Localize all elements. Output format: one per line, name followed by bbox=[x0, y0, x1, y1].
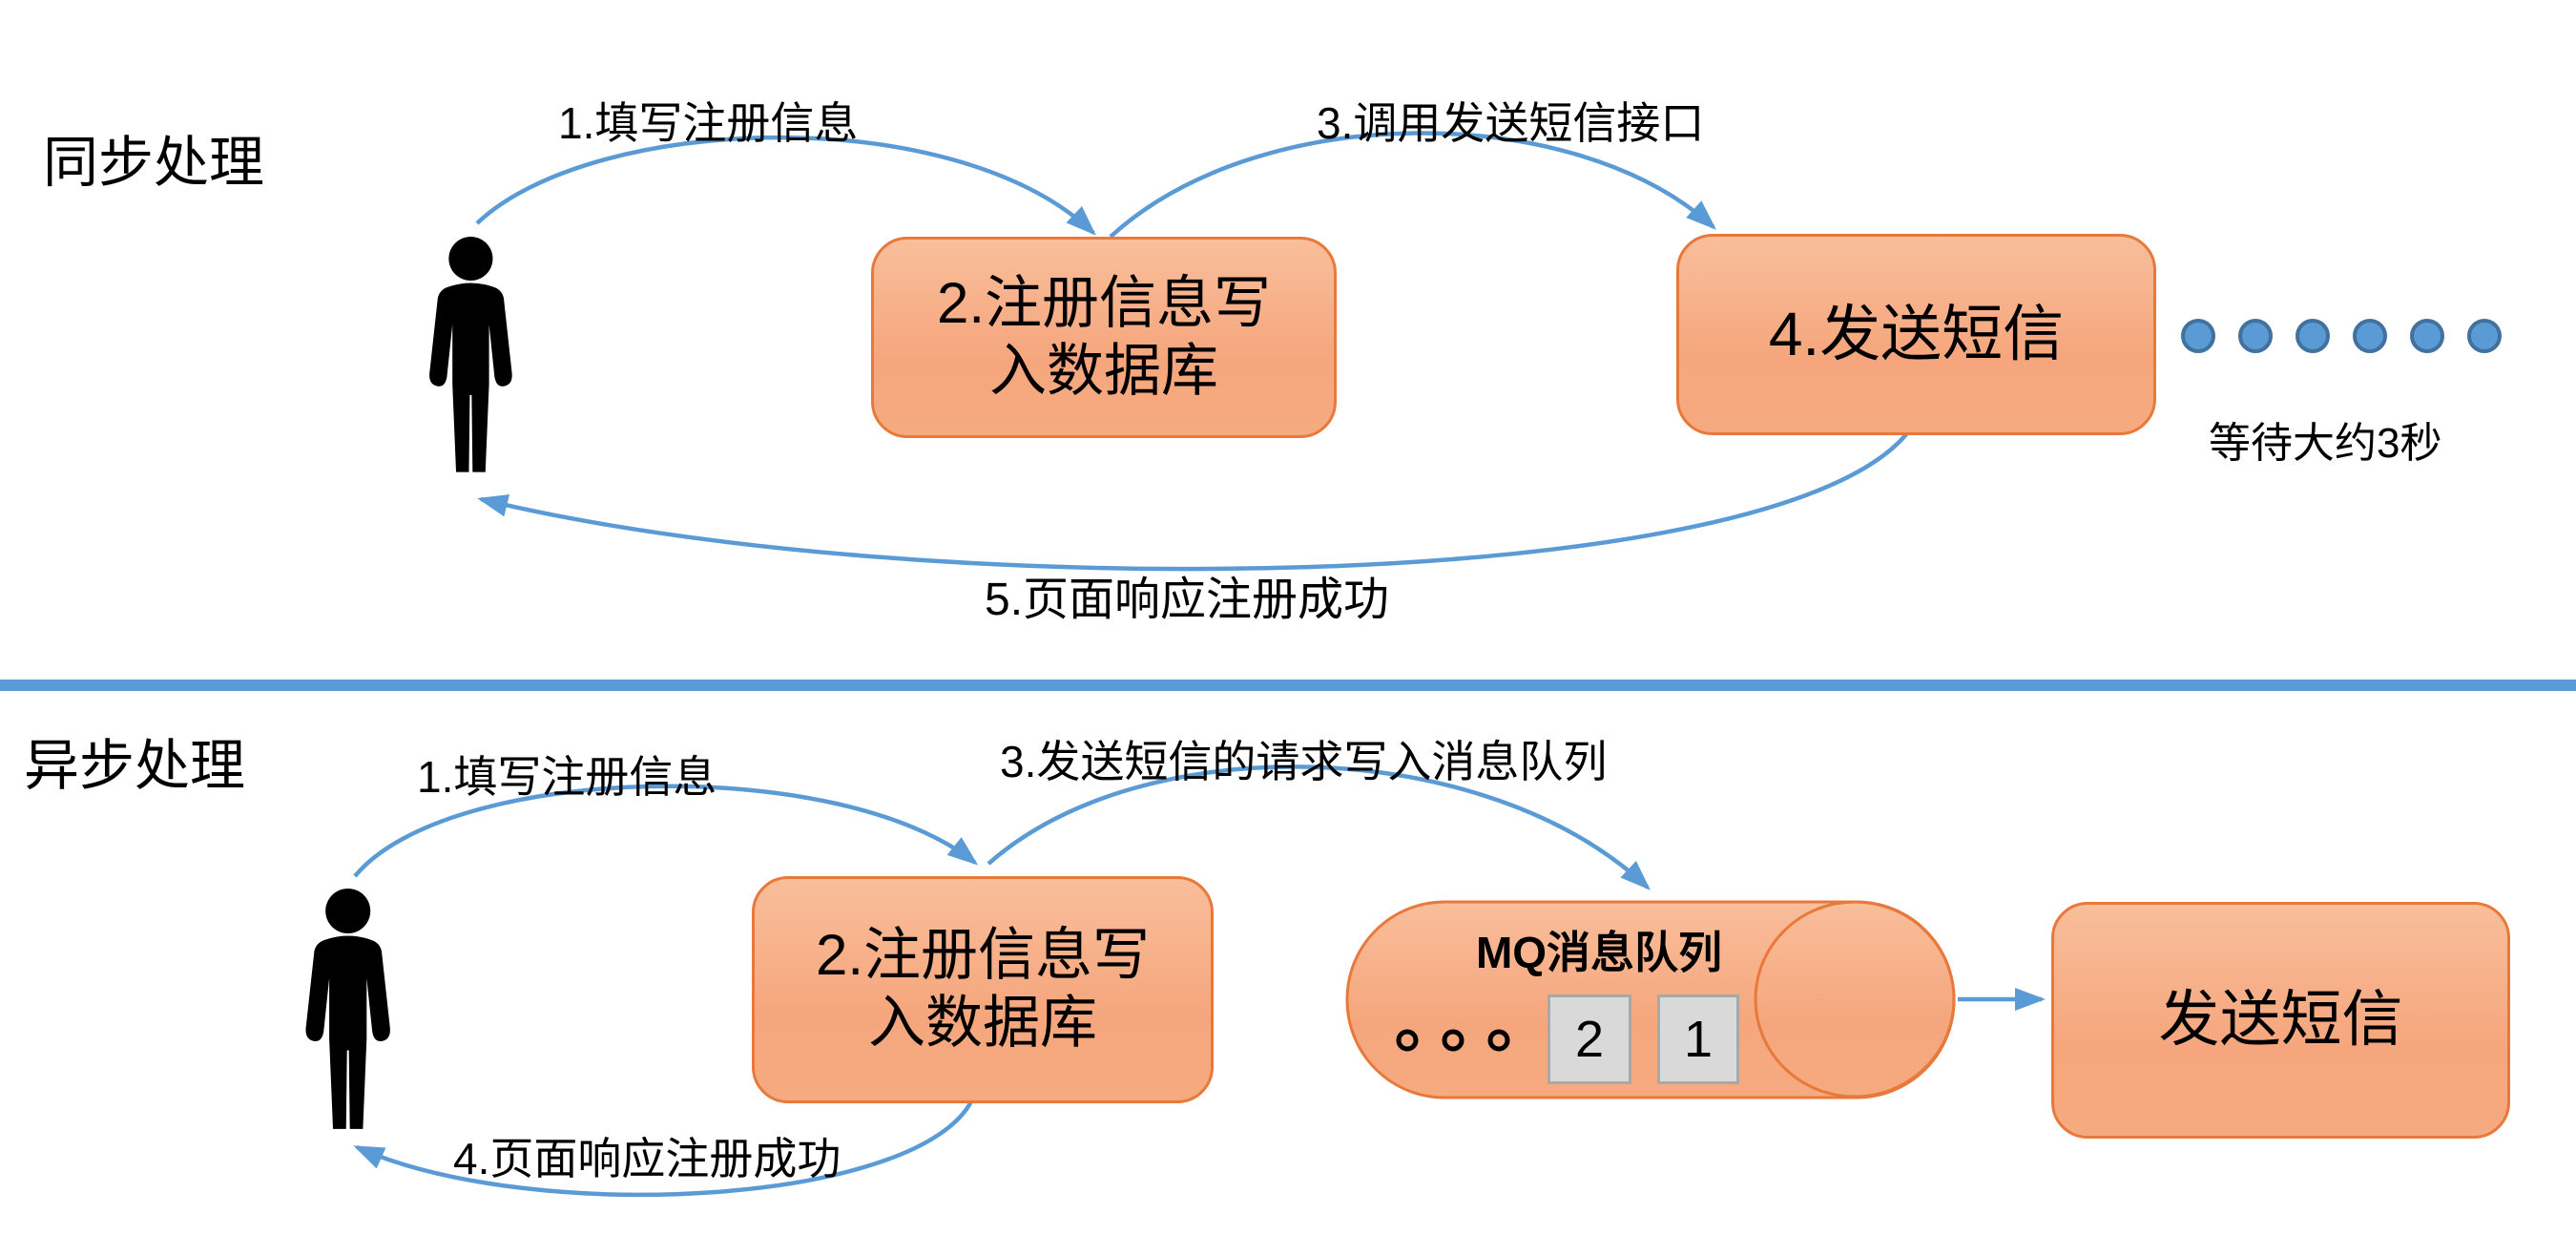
arrow-async-step4 bbox=[353, 1097, 976, 1198]
mq-ellipsis-dot bbox=[1396, 1029, 1419, 1052]
mq-ellipsis-dot bbox=[1487, 1029, 1510, 1052]
async-step1-label: 1.填写注册信息 bbox=[417, 752, 717, 802]
sync-step1-label: 1.填写注册信息 bbox=[558, 98, 859, 148]
async-step4-label: 4.页面响应注册成功 bbox=[453, 1134, 841, 1183]
arrow-async-step3 bbox=[987, 764, 1651, 890]
sync-sms-box: 4.发送短信 bbox=[1676, 234, 2156, 435]
sync-db-box: 2.注册信息写 入数据库 bbox=[871, 237, 1337, 438]
arrow-sync-step1 bbox=[475, 135, 1096, 236]
queue-item-1: 1 bbox=[1657, 994, 1739, 1084]
arrow-sync-step5 bbox=[477, 428, 1912, 572]
async-section-title: 异步处理 bbox=[24, 735, 246, 797]
async-step3-label: 3.发送短信的请求写入消息队列 bbox=[1000, 737, 1608, 786]
wait-dot bbox=[2296, 319, 2330, 353]
wait-dots bbox=[2181, 319, 2502, 353]
arrow-sync-step3 bbox=[1109, 131, 1716, 239]
wait-dot bbox=[2353, 319, 2387, 353]
sync-step5-label: 5.页面响应注册成功 bbox=[985, 575, 1390, 625]
async-db-box: 2.注册信息写 入数据库 bbox=[752, 876, 1214, 1103]
mq-ellipsis-dots bbox=[1396, 1029, 1510, 1052]
sync-section-title: 同步处理 bbox=[43, 132, 265, 194]
queue-item-2: 2 bbox=[1548, 994, 1631, 1084]
wait-dot bbox=[2410, 319, 2444, 353]
person-icon-async bbox=[305, 888, 390, 1129]
wait-dot bbox=[2181, 319, 2215, 353]
wait-dot bbox=[2467, 319, 2502, 353]
async-sms-box: 发送短信 bbox=[2051, 902, 2510, 1139]
section-divider bbox=[0, 680, 2576, 691]
mq-cylinder-cap bbox=[1754, 900, 1956, 1099]
mq-ellipsis-dot bbox=[1442, 1029, 1465, 1052]
sync-wait-label: 等待大约3秒 bbox=[2209, 420, 2442, 467]
person-icon-sync bbox=[429, 236, 512, 472]
wait-dot bbox=[2238, 319, 2273, 353]
mq-queue-title: MQ消息队列 bbox=[1475, 928, 1723, 977]
sync-step3-label: 3.调用发送短信接口 bbox=[1317, 98, 1705, 148]
arrow-async-step1 bbox=[353, 784, 979, 878]
